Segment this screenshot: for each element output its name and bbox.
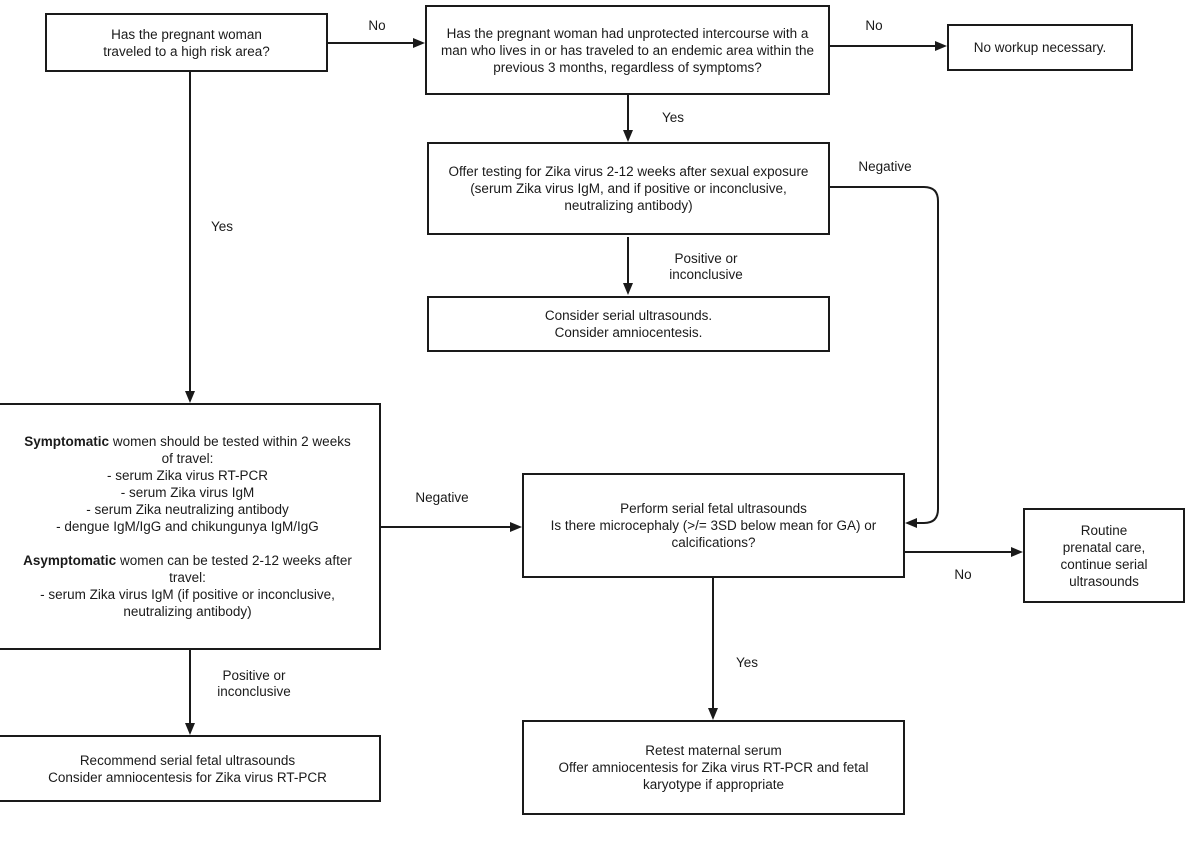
edge-label-travel-no: No	[368, 18, 386, 33]
node-line: (serum Zika virus IgM, and if positive o…	[470, 181, 787, 196]
node-no-workup: No workup necessary.	[947, 24, 1133, 71]
node-line: Is there microcephaly (>/= 3SD below mea…	[550, 518, 877, 533]
node-line: Consider amniocentesis for Zika virus RT…	[48, 769, 327, 785]
edge-label-testing-negative: Negative	[858, 159, 912, 174]
node-line: travel:	[169, 570, 206, 585]
bold-asymptomatic: Asymptomatic	[23, 553, 117, 568]
edge-travel-no	[328, 38, 425, 48]
edge-label-symptomatic-positive: Positive or inconclusive	[184, 668, 324, 700]
node-line: Has the pregnant woman had unprotected i…	[446, 25, 809, 41]
node-line: calcifications?	[671, 535, 756, 550]
edge-label-line: Positive or	[674, 251, 738, 266]
node-line: Recommend serial fetal ultrasounds	[79, 752, 296, 768]
node-retest-serum: Retest maternal serum Offer amniocentesi…	[522, 720, 905, 815]
node-line: previous 3 months, regardless of symptom…	[493, 59, 762, 75]
edge-label-line: inconclusive	[217, 684, 291, 699]
node-line: Consider serial ultrasounds.	[544, 308, 713, 323]
edge-label-travel-yes: Yes	[210, 219, 234, 234]
node-line: Has the pregnant woman	[111, 26, 262, 42]
edge-label-testing-positive: Positive or inconclusive	[636, 251, 776, 283]
node-line: Symptomatic women should be tested withi…	[2, 433, 373, 450]
node-line: neutralizing antibody)	[123, 604, 252, 619]
node-line: of travel:	[161, 451, 214, 466]
bold-symptomatic: Symptomatic	[24, 434, 110, 449]
edge-label-intercourse-no: No	[865, 18, 883, 33]
edge-label-ultrasound-yes: Yes	[735, 655, 759, 670]
node-testing-by-symptoms: Symptomatic women should be tested withi…	[0, 403, 381, 650]
node-line: - serum Zika virus IgM	[120, 485, 255, 500]
text-asymptomatic: women can be tested 2-12 weeks after	[116, 553, 352, 568]
node-line: Perform serial fetal ultrasounds	[620, 501, 807, 516]
edge-label-line: Positive or	[222, 668, 286, 683]
node-line: traveled to a high risk area?	[103, 43, 270, 59]
edge-travel-yes	[185, 72, 195, 403]
node-line: continue serial	[1060, 556, 1148, 572]
node-line: ultrasounds	[1069, 573, 1139, 589]
node-line: No workup necessary.	[973, 40, 1107, 55]
node-line: Offer amniocentesis for Zika virus RT-PC…	[558, 760, 869, 775]
node-line: - dengue IgM/IgG and chikungunya IgM/IgG	[56, 519, 319, 534]
edge-symptomatic-negative	[381, 522, 522, 532]
edge-label-symptomatic-negative: Negative	[415, 490, 469, 505]
node-routine-care: Routine prenatal care, continue serial u…	[1023, 508, 1185, 603]
node-line: Offer testing for Zika virus 2-12 weeks …	[448, 164, 809, 179]
node-line: - serum Zika neutralizing antibody	[86, 502, 289, 517]
node-consider-ultrasounds: Consider serial ultrasounds. Consider am…	[427, 296, 830, 352]
node-line-blank	[2, 535, 373, 552]
node-line: - serum Zika virus IgM (if positive or i…	[40, 587, 335, 602]
node-travel-question: Has the pregnant woman traveled to a hig…	[45, 13, 328, 72]
node-offer-testing: Offer testing for Zika virus 2-12 weeks …	[427, 142, 830, 235]
text-symptomatic: women should be tested within 2 weeks	[109, 434, 351, 449]
node-intercourse-question: Has the pregnant woman had unprotected i…	[425, 5, 830, 95]
node-line: Asymptomatic women can be tested 2-12 we…	[2, 552, 373, 569]
node-line: man who lives in or has traveled to an e…	[441, 42, 814, 58]
edge-intercourse-no	[830, 41, 947, 51]
node-line: prenatal care,	[1062, 539, 1146, 555]
node-recommend-ultrasounds: Recommend serial fetal ultrasounds Consi…	[0, 735, 381, 802]
edge-testing-positive	[623, 237, 633, 295]
edge-label-intercourse-yes: Yes	[661, 110, 685, 125]
node-line: Routine	[1080, 522, 1128, 538]
node-line: Retest maternal serum	[645, 743, 782, 758]
node-perform-ultrasounds: Perform serial fetal ultrasounds Is ther…	[522, 473, 905, 578]
edge-label-line: inconclusive	[669, 267, 743, 282]
node-line: karyotype if appropriate	[642, 777, 785, 792]
node-line: - serum Zika virus RT-PCR	[106, 468, 269, 483]
edge-label-ultrasound-no: No	[954, 567, 972, 582]
edge-ultrasound-no	[905, 547, 1023, 557]
edge-ultrasound-yes	[708, 578, 718, 720]
node-line: Consider amniocentesis.	[554, 325, 703, 340]
node-line: neutralizing antibody)	[564, 198, 693, 213]
